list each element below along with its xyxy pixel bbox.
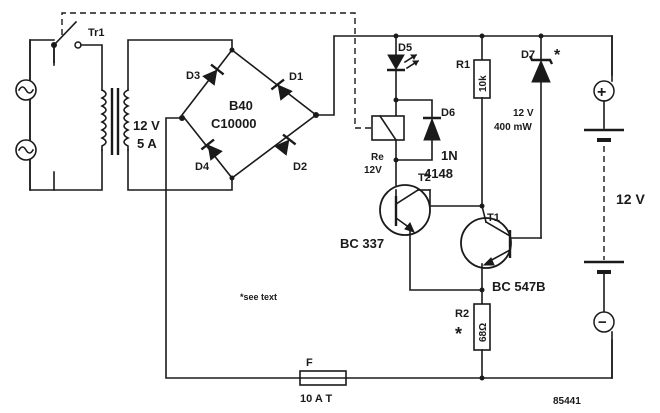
d1-label: D1 [289, 71, 303, 83]
see-text-note: *see text [240, 292, 277, 302]
tr1-label: Tr1 [88, 27, 105, 39]
transistor-t2: T2 BC 337 [340, 159, 483, 291]
bridge-rectifier: D3 D1 D4 D2 B40 C10000 [179, 47, 319, 181]
d7-power-label: 400 mW [494, 122, 532, 133]
diode-d4 [200, 138, 223, 161]
d7-label: D7 [521, 49, 535, 61]
led-d5: D5 [387, 35, 420, 101]
mains-switch-contact [74, 41, 82, 49]
diode-d3 [202, 63, 225, 86]
transformer-voltage-label: 12 V [133, 118, 160, 133]
r1-value-label: 10k [478, 75, 489, 92]
relay-voltage-label: 12V [364, 165, 382, 176]
mains-switch-lever [52, 20, 78, 47]
resistor-r2: R2 * 68Ω [455, 303, 491, 379]
ac-source-section [15, 20, 103, 191]
minus-sign: − [598, 314, 607, 331]
d5-label: D5 [398, 42, 412, 54]
d3-label: D3 [186, 70, 200, 82]
d6-label: D6 [441, 107, 455, 119]
relay-label: Re [371, 152, 384, 163]
d2-label: D2 [293, 161, 307, 173]
bridge-cap-label: C10000 [211, 116, 257, 131]
relay-re: Re 12V [364, 99, 405, 176]
t1-label: T1 [487, 212, 500, 224]
relay-switch-link [61, 12, 372, 129]
diode-d1 [270, 78, 293, 101]
resistor-r1: R1 10k [456, 35, 491, 207]
transistor-t1: T1 BC 547B [460, 205, 545, 294]
fuse-rating-label: 10 A T [300, 393, 332, 405]
d4-label: D4 [195, 161, 210, 173]
diode-d2 [274, 133, 297, 156]
diode-d6: D6 1N 4148 [395, 99, 458, 181]
battery: + − 12 V [584, 80, 645, 333]
r2-value-label: 68Ω [478, 323, 489, 342]
battery-minus-terminal [593, 311, 615, 333]
d7-voltage-label: 12 V [513, 108, 534, 119]
t1-part-label: BC 547B [492, 279, 545, 294]
fuse-f: F 10 A T [299, 357, 347, 405]
d6-part-b-label: 4148 [424, 166, 453, 181]
t2-label: T2 [418, 172, 431, 184]
figure-number: 85441 [553, 396, 581, 407]
r2-asterisk: * [455, 324, 462, 344]
r1-label: R1 [456, 59, 470, 71]
transformer-tr1: Tr1 12 V 5 A [88, 27, 233, 191]
t2-part-label: BC 337 [340, 236, 384, 251]
zener-d7: D7 * 12 V 400 mW [494, 35, 561, 239]
ac-source-icon-bottom [15, 139, 37, 161]
d7-asterisk: * [554, 47, 561, 64]
bridge-type-label: B40 [229, 98, 253, 113]
ac-source-icon-top [15, 79, 37, 101]
transformer-current-label: 5 A [137, 136, 157, 151]
plus-sign: + [597, 84, 606, 101]
fuse-label: F [306, 357, 313, 369]
d6-part-a-label: 1N [441, 148, 458, 163]
battery-voltage-label: 12 V [616, 191, 645, 207]
r2-label: R2 [455, 308, 469, 320]
